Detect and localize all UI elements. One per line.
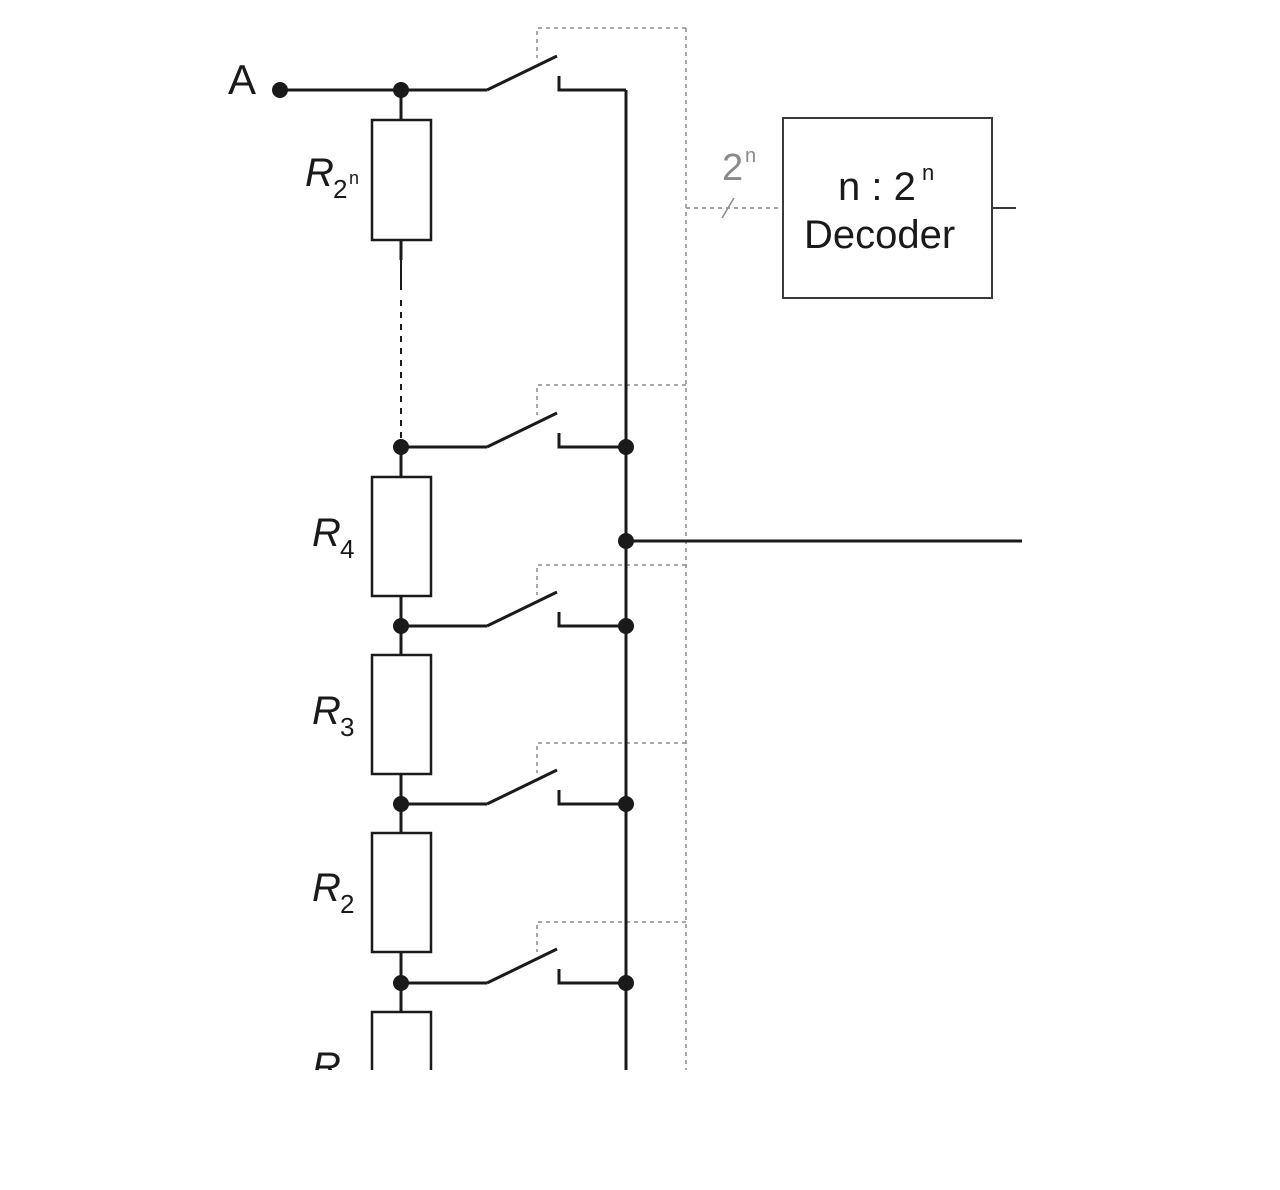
- svg-text:R: R: [312, 689, 341, 733]
- svg-text:2: 2: [340, 889, 354, 919]
- decoder-line1-sup: n: [922, 160, 934, 185]
- bus-width-label: 2 n: [722, 145, 756, 189]
- svg-text:R: R: [305, 151, 334, 195]
- resistor-label-r1: R 1: [312, 1045, 354, 1098]
- resistor-r4: [370, 475, 433, 598]
- decoder-line2: Decoder: [804, 213, 955, 257]
- resistor-r2: [370, 831, 433, 954]
- svg-text:4: 4: [340, 534, 354, 564]
- junction-dots: [272, 82, 634, 991]
- svg-text:n: n: [745, 145, 756, 167]
- svg-text:R: R: [312, 1045, 341, 1089]
- resistor-label-r2n: R 2 n: [305, 151, 359, 204]
- decoder-block: n : 2 n Decoder: [782, 117, 993, 299]
- wires: [280, 54, 1022, 1070]
- resistor-label-r3: R 3: [312, 689, 354, 742]
- control-lines: [536, 27, 783, 1070]
- svg-text:1: 1: [340, 1068, 354, 1098]
- resistor-r2n: [370, 118, 433, 242]
- svg-text:2: 2: [722, 147, 743, 189]
- resistor-label-r2: R 2: [312, 866, 354, 919]
- node-a-label: A: [228, 56, 256, 103]
- decoder-line1: n : 2: [838, 165, 916, 209]
- svg-text:2: 2: [333, 174, 347, 204]
- resistor-r1: [370, 1010, 433, 1070]
- resistor-label-r4: R 4: [312, 511, 354, 564]
- svg-text:n: n: [349, 168, 359, 188]
- svg-text:R: R: [312, 511, 341, 555]
- svg-text:3: 3: [340, 712, 354, 742]
- svg-text:R: R: [312, 866, 341, 910]
- resistor-r3: [370, 653, 433, 776]
